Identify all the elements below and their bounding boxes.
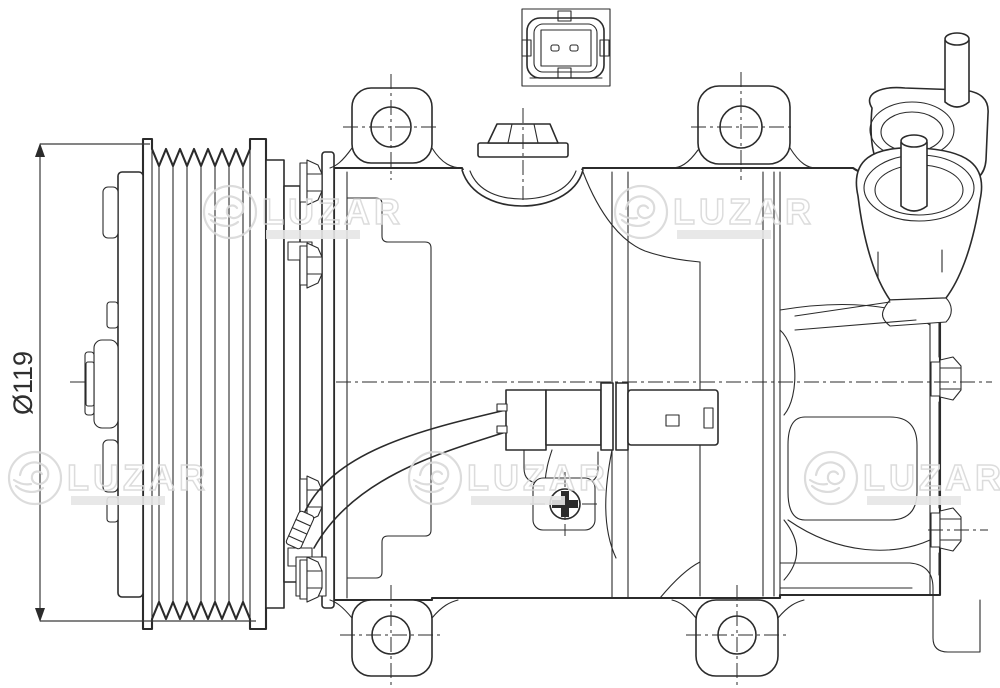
mounting-ear-top-left <box>329 74 463 180</box>
refrigerant-ports <box>794 32 989 331</box>
watermark-tagline-band <box>867 496 961 505</box>
bracket-strap-1 <box>600 382 614 451</box>
clutch-hub <box>84 171 144 598</box>
coil-housing <box>283 185 301 583</box>
rear-bolt-upper <box>930 356 962 401</box>
rear-bolt-lower <box>928 507 988 552</box>
coil-wire-2 <box>313 431 507 549</box>
clutch-bolts <box>299 159 323 603</box>
watermark-text: LUZAR <box>673 191 815 232</box>
wire-grommet <box>285 510 315 550</box>
port-lower <box>794 134 983 331</box>
hub-nose <box>93 339 119 429</box>
pin-1 <box>550 44 560 52</box>
mounting-ear-bottom-right <box>671 585 805 688</box>
top-fitting <box>461 108 584 207</box>
dimension-label: Ø119 <box>8 351 38 415</box>
luzar-watermark: LUZAR <box>613 184 815 240</box>
watermark-text: LUZAR <box>467 457 609 498</box>
luzar-watermark: LUZAR <box>407 450 609 506</box>
dragon-roundel-icon <box>7 450 63 506</box>
luzar-watermark: LUZAR <box>202 184 404 240</box>
mounting-ear-top-right <box>671 72 817 180</box>
solenoid-connector <box>285 382 719 559</box>
luzar-watermark: LUZAR <box>803 450 1000 506</box>
stud-lower <box>900 134 928 212</box>
hex-cap <box>487 123 559 144</box>
watermark-tagline-band <box>677 230 771 239</box>
diameter-dimension: Ø119 <box>8 143 256 622</box>
luzar-watermark: LUZAR <box>7 450 209 506</box>
dragon-roundel-icon <box>202 184 258 240</box>
watermark-text: LUZAR <box>863 457 1000 498</box>
watermark-text: LUZAR <box>262 191 404 232</box>
pin-2 <box>569 44 579 52</box>
clutch-front-plate <box>117 171 144 598</box>
dragon-roundel-icon <box>407 450 463 506</box>
dragon-roundel-icon <box>803 450 859 506</box>
stud-pipe <box>944 32 970 108</box>
front-plate <box>321 151 335 609</box>
watermark-tagline-band <box>71 496 165 505</box>
watermark-tagline-band <box>471 496 565 505</box>
dragon-roundel-icon <box>613 184 669 240</box>
pulley <box>141 137 327 631</box>
coil-wire-1 <box>302 409 507 517</box>
mounting-ear-bottom-left <box>329 585 459 688</box>
watermark-tagline-band <box>266 230 360 239</box>
connector-pinout <box>521 8 611 87</box>
bracket-strap-2 <box>615 382 629 451</box>
plug-socket <box>627 389 719 446</box>
plug-housing <box>505 389 547 451</box>
watermark-text: LUZAR <box>67 457 209 498</box>
